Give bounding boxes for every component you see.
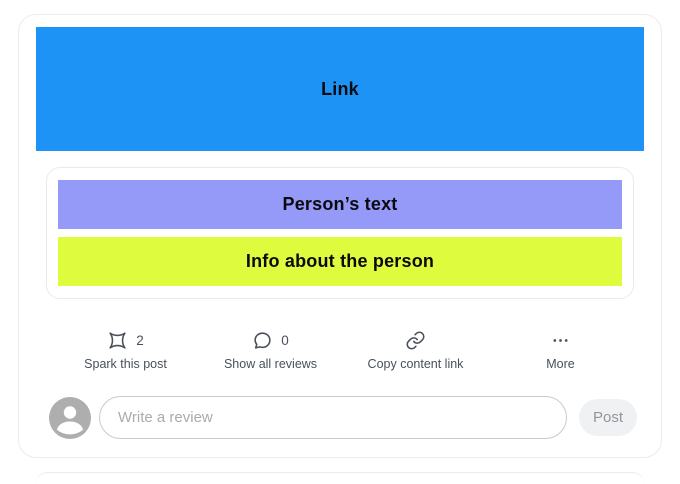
person-card: Person’s text Info about the person: [46, 167, 634, 299]
spark-icon: [107, 330, 128, 351]
spark-label: Spark this post: [84, 357, 167, 371]
review-composer: Post: [49, 396, 637, 439]
more-button[interactable]: More: [488, 329, 633, 371]
show-reviews-button[interactable]: 0 Show all reviews: [198, 329, 343, 371]
person-info-block: Info about the person: [58, 237, 622, 286]
link-preview-block[interactable]: Link: [36, 27, 644, 151]
link-icon: [405, 330, 426, 351]
more-icon-group: [550, 329, 571, 351]
spark-icon-count-group: 2: [107, 329, 144, 351]
more-dots-icon: [550, 330, 571, 351]
person-icon: [49, 397, 91, 439]
speech-bubble-icon: [252, 330, 273, 351]
reviews-icon-count-group: 0: [252, 329, 289, 351]
reviews-label: Show all reviews: [223, 357, 318, 371]
post-button[interactable]: Post: [579, 399, 637, 436]
reviews-count: 0: [281, 332, 289, 348]
spark-post-button[interactable]: 2 Spark this post: [53, 329, 198, 371]
action-bar: 2 Spark this post 0 Show all reviews: [53, 329, 633, 371]
spark-count: 2: [136, 332, 144, 348]
copy-link-label: Copy content link: [367, 357, 464, 371]
post-card: Link Person’s text Info about the person: [18, 14, 662, 458]
avatar: [49, 396, 91, 439]
link-preview-label: Link: [321, 78, 359, 99]
copy-link-icon-group: [405, 329, 426, 351]
person-info-label: Info about the person: [245, 251, 435, 271]
copy-content-link-button[interactable]: Copy content link: [343, 329, 488, 371]
next-card-divider: [35, 472, 645, 484]
more-label: More: [546, 357, 575, 371]
person-text-label: Person’s text: [282, 194, 398, 214]
review-input[interactable]: [99, 396, 567, 439]
person-text-block: Person’s text: [58, 180, 622, 229]
